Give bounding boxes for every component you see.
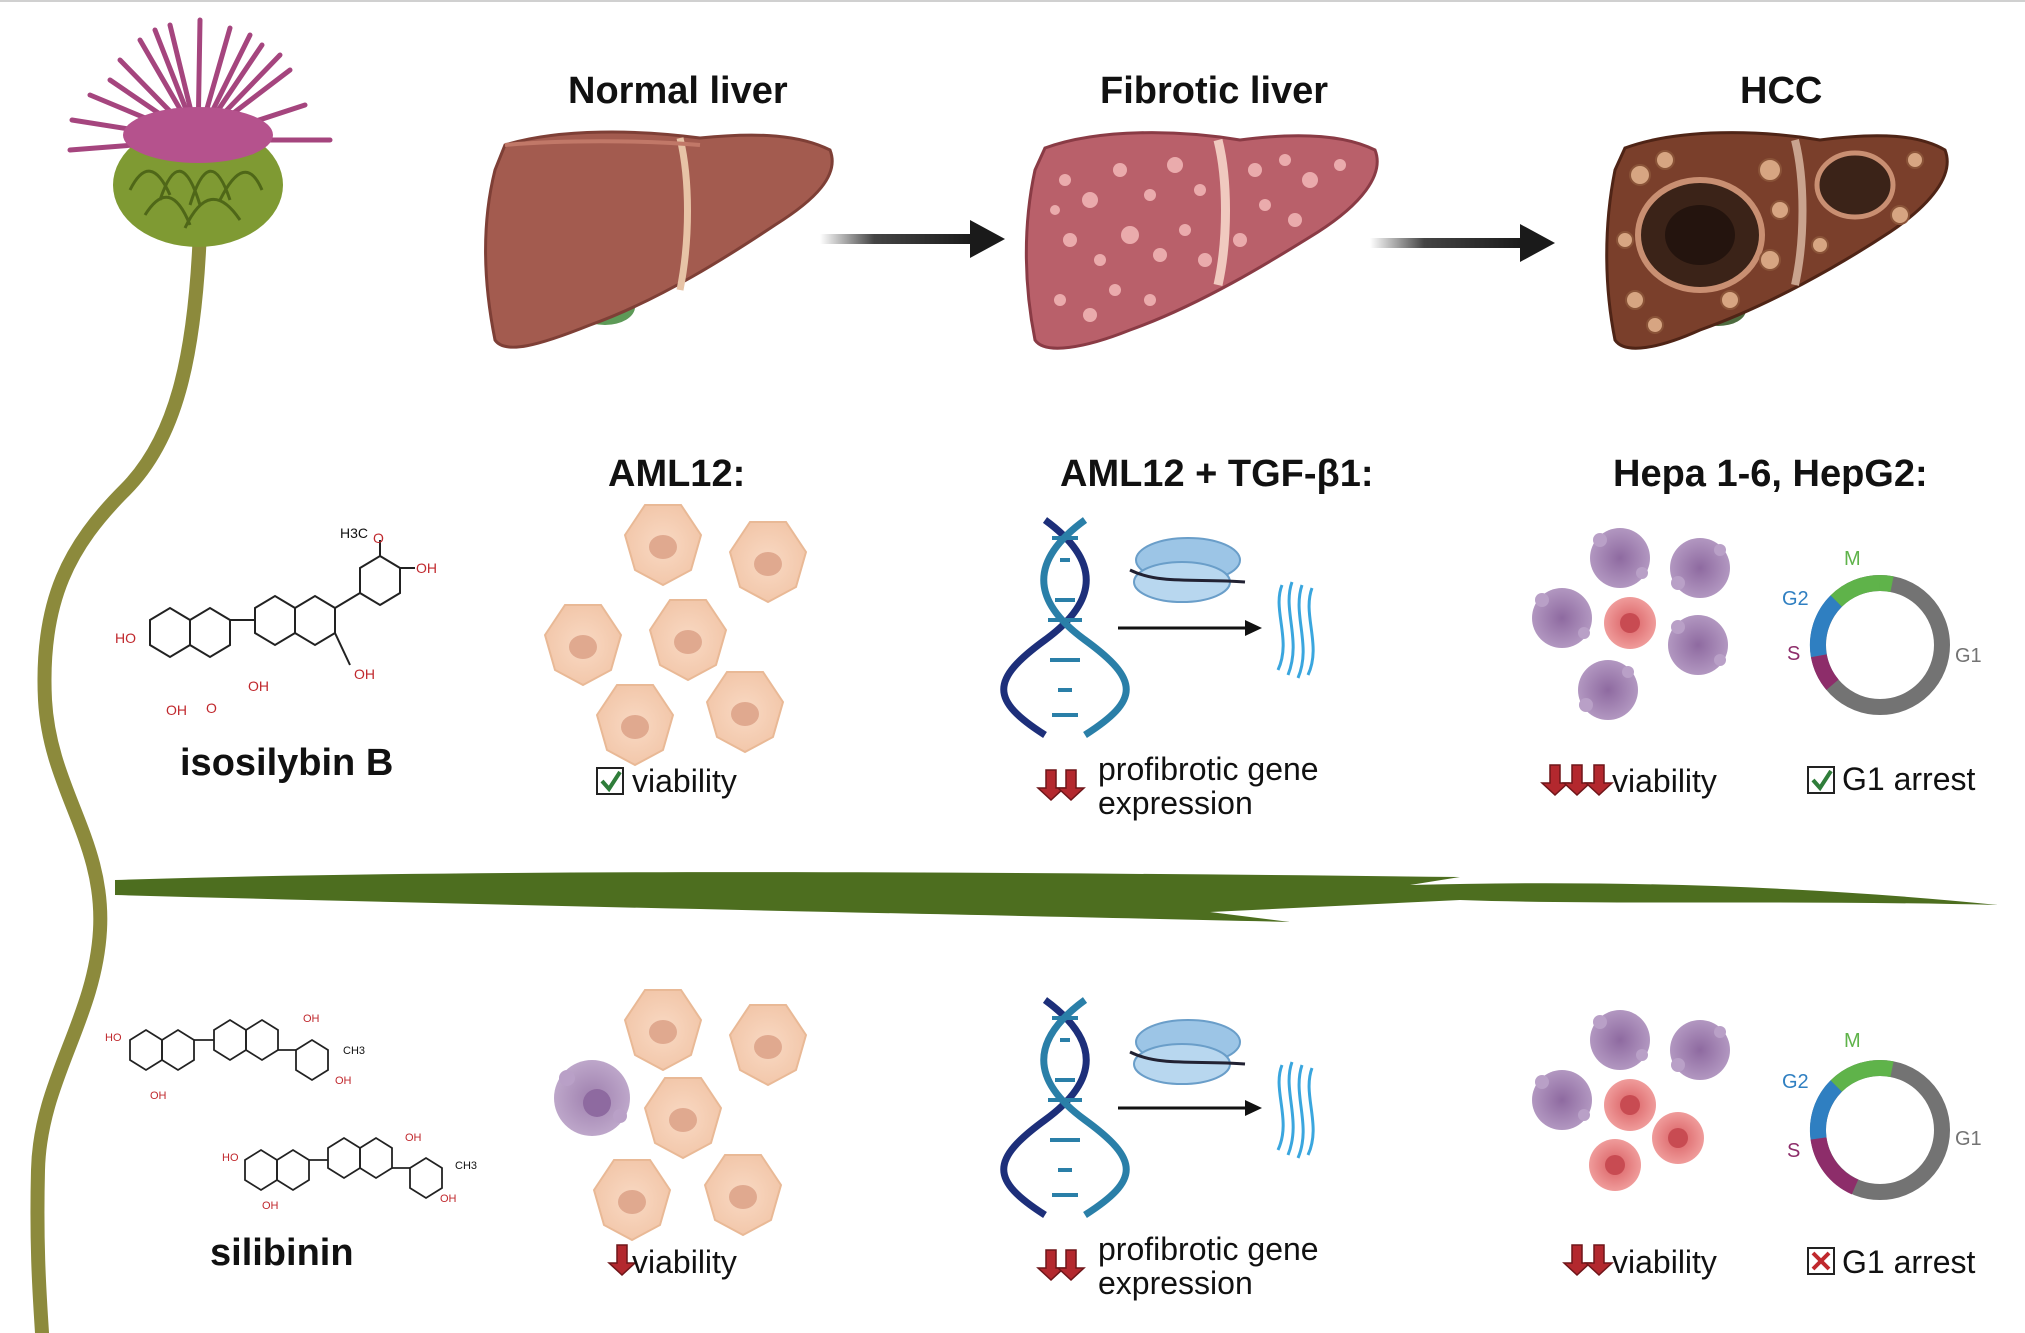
cycle-label-m-top: M <box>1844 548 1861 570</box>
stage-fibrotic-liver: Fibrotic liver <box>1100 70 1329 112</box>
chem-oh-4: OH <box>354 666 375 682</box>
mrna-top-icon <box>1276 581 1315 679</box>
chem-o-keto: O <box>206 700 217 716</box>
chem-oh-1: OH <box>416 560 437 576</box>
ribosome-bottom-icon <box>1129 1019 1246 1085</box>
result-viability-top: viability <box>632 763 737 799</box>
chem-o-methoxy: O <box>373 530 384 546</box>
result-gene-line1-bottom: profibrotic gene <box>1098 1231 1319 1267</box>
result-hcc-viability-bottom: viability <box>1612 1244 1717 1280</box>
aml12-cells-bottom <box>554 989 808 1242</box>
cell-model-hepa: Hepa 1-6, HepG2: <box>1613 453 1928 495</box>
chem-oh-8: OH <box>405 1132 422 1144</box>
result-g1-arrest-bottom: G1 arrest <box>1842 1244 1976 1280</box>
isosilybin-b-structure <box>149 540 415 666</box>
chem-ho-2: HO <box>105 1032 122 1044</box>
down-arrows-hcc-bottom <box>1562 1244 1614 1277</box>
down-arrows-gene-top <box>1036 769 1086 802</box>
aml12-cells-top <box>543 504 808 767</box>
ribosome-top-icon <box>1129 537 1246 603</box>
chem-h3c: H3C <box>340 525 369 541</box>
transcription-arrow-top <box>1118 620 1262 636</box>
cycle-label-s-bottom: S <box>1787 1140 1801 1162</box>
chem-oh-10: OH <box>440 1193 457 1205</box>
normal-liver-icon <box>484 130 834 349</box>
cycle-label-g2-bottom: G2 <box>1782 1071 1809 1093</box>
stage-hcc: HCC <box>1740 70 1823 112</box>
hcc-liver-icon <box>1605 131 1949 350</box>
cell-cycle-ring-top <box>1809 575 1950 715</box>
chem-ch3-2: CH3 <box>455 1160 478 1172</box>
cycle-label-g1-bottom: G1 <box>1955 1128 1982 1150</box>
silibinin-structure-1 <box>129 1018 329 1082</box>
chem-oh-5: OH <box>303 1013 320 1025</box>
dna-helix-bottom-icon <box>1000 997 1130 1218</box>
silibinin-structure-2 <box>244 1136 443 1200</box>
dna-helix-top-icon <box>1000 517 1130 738</box>
check-box-g1-arrest-icon <box>1807 766 1835 794</box>
compound-isosilybin-b: isosilybin B <box>180 742 394 784</box>
compound-silibinin: silibinin <box>210 1232 354 1274</box>
chem-oh-2: OH <box>166 702 187 718</box>
cell-model-aml12: AML12: <box>608 453 746 495</box>
cell-cycle-ring-bottom <box>1809 1060 1950 1200</box>
down-arrows-gene-bottom <box>1036 1249 1086 1282</box>
progression-arrow-2 <box>1370 224 1555 262</box>
result-gene-line2-top: expression <box>1098 785 1253 821</box>
thistle-stem <box>30 223 207 1333</box>
cell-model-aml12-tgf: AML12 + TGF-β1: <box>1060 453 1374 495</box>
result-hcc-viability-top: viability <box>1612 763 1717 799</box>
chem-oh-9: OH <box>262 1200 279 1212</box>
result-g1-arrest-top: G1 arrest <box>1842 761 1976 797</box>
result-gene-line2-bottom: expression <box>1098 1265 1253 1301</box>
cycle-label-g2-top: G2 <box>1782 588 1809 610</box>
chem-ho-3: HO <box>222 1152 239 1164</box>
cycle-label-s-top: S <box>1787 643 1801 665</box>
progression-arrow-1 <box>820 220 1005 258</box>
cycle-label-g1-top: G1 <box>1955 645 1982 667</box>
result-gene-line1-top: profibrotic gene <box>1098 751 1319 787</box>
cycle-label-m-bottom: M <box>1844 1030 1861 1052</box>
chem-ch3-1: CH3 <box>343 1045 366 1057</box>
cross-box-g1-arrest-icon <box>1807 1247 1835 1275</box>
stage-normal-liver: Normal liver <box>568 70 788 112</box>
dying-cell-icon <box>554 1060 630 1136</box>
down-arrow-viability-bottom <box>607 1244 637 1277</box>
chem-oh-6: OH <box>150 1090 167 1102</box>
mrna-bottom-icon <box>1276 1061 1315 1159</box>
fibrotic-liver-icon <box>1024 131 1379 350</box>
result-viability-bottom: viability <box>632 1244 737 1280</box>
hcc-cells-bottom <box>1532 1010 1730 1191</box>
hcc-cells-top <box>1532 528 1730 720</box>
thistle-flower-icon <box>67 17 333 247</box>
chem-oh-3: OH <box>248 678 269 694</box>
check-box-viability-icon <box>596 767 624 795</box>
chem-ho-1: HO <box>115 630 136 646</box>
down-arrows-hcc-top <box>1540 764 1614 797</box>
transcription-arrow-bottom <box>1118 1100 1262 1116</box>
divider-blade <box>115 872 1998 922</box>
chem-oh-7: OH <box>335 1075 352 1087</box>
